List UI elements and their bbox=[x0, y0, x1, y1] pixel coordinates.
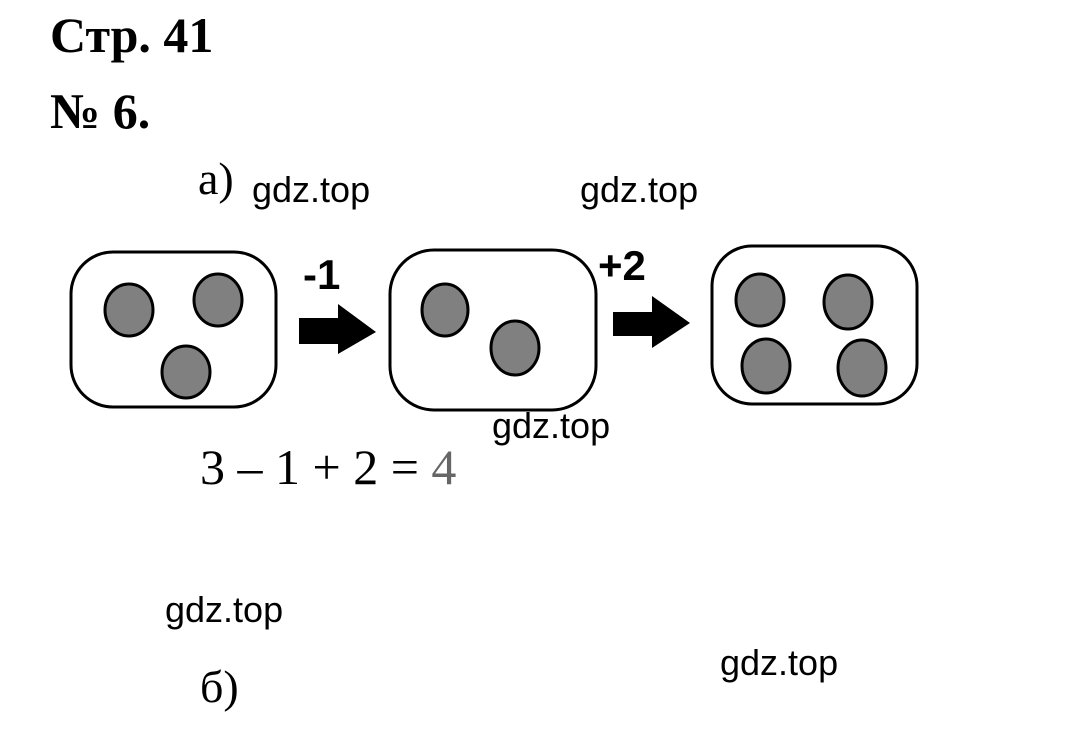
ball bbox=[489, 319, 541, 377]
ball bbox=[734, 272, 786, 328]
task-number: № 6. bbox=[50, 83, 151, 139]
box-four-balls bbox=[710, 244, 919, 406]
operation-minus-one: -1 bbox=[303, 251, 341, 298]
part-a-label: а) bbox=[198, 153, 234, 204]
arrow-right-icon bbox=[613, 296, 690, 348]
watermark: gdz.top bbox=[252, 169, 371, 210]
watermark: gdz.top bbox=[492, 405, 611, 446]
part-b-label: б) bbox=[200, 661, 239, 712]
watermark: gdz.top bbox=[165, 589, 284, 630]
ball bbox=[740, 337, 792, 395]
ball bbox=[836, 338, 888, 398]
ball bbox=[103, 282, 155, 338]
box-three-balls bbox=[69, 250, 278, 409]
box-two-balls bbox=[388, 248, 598, 412]
operation-plus-two: +2 bbox=[598, 242, 646, 289]
watermark: gdz.top bbox=[580, 169, 699, 210]
arrow-right-icon bbox=[299, 304, 376, 354]
ball bbox=[420, 282, 470, 338]
ball bbox=[822, 273, 874, 331]
equation: 3 – 1 + 2 = 4 bbox=[200, 442, 456, 492]
ball bbox=[160, 344, 212, 400]
equation-expression: 3 – 1 + 2 = bbox=[200, 439, 419, 495]
equation-result: 4 bbox=[431, 439, 457, 495]
ball bbox=[192, 272, 244, 328]
page-number: Стр. 41 bbox=[50, 7, 214, 63]
watermark: gdz.top bbox=[720, 642, 839, 683]
